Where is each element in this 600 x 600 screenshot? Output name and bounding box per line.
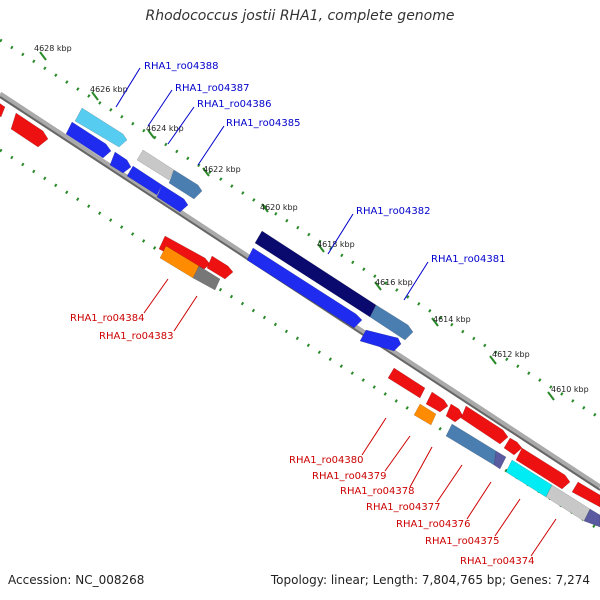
gene-box[interactable] xyxy=(156,184,189,213)
tick-mark xyxy=(431,317,439,327)
gene-box[interactable] xyxy=(192,265,221,291)
gene-label-ro04387[interactable]: RHA1_ro04387 xyxy=(175,83,250,94)
forward-leaders xyxy=(115,67,429,301)
tick-label-4614: 4614 kbp xyxy=(433,315,471,324)
gene-box[interactable] xyxy=(460,405,509,445)
gene-features xyxy=(0,100,600,528)
tick-mark xyxy=(261,203,269,213)
tick-label-4626: 4626 kbp xyxy=(90,85,128,94)
gene-box[interactable] xyxy=(10,112,49,148)
scale-track-lower xyxy=(0,148,600,532)
gene-box[interactable] xyxy=(413,403,437,426)
gene-label-ro04376[interactable]: RHA1_ro04376 xyxy=(396,519,471,530)
tick-mark xyxy=(317,243,325,253)
gene-box[interactable] xyxy=(369,304,414,341)
gene-box[interactable] xyxy=(246,247,363,329)
tick-mark xyxy=(374,281,382,291)
gene-box[interactable] xyxy=(0,100,6,118)
gene-box[interactable] xyxy=(425,391,449,413)
gene-label-ro04381[interactable]: RHA1_ro04381 xyxy=(431,254,506,265)
tick-label-4618: 4618 kbp xyxy=(317,240,355,249)
tick-mark xyxy=(489,355,497,365)
gene-box[interactable] xyxy=(503,437,523,456)
gene-label-ro04385[interactable]: RHA1_ro04385 xyxy=(226,118,301,129)
gene-label-ro04374[interactable]: RHA1_ro04374 xyxy=(460,556,535,567)
gene-box[interactable] xyxy=(571,481,600,508)
gene-label-ro04379[interactable]: RHA1_ro04379 xyxy=(312,471,387,482)
gene-label-ro04380[interactable]: RHA1_ro04380 xyxy=(289,455,364,466)
gene-label-ro04383[interactable]: RHA1_ro04383 xyxy=(99,331,174,342)
gene-label-ro04384[interactable]: RHA1_ro04384 xyxy=(70,313,145,324)
gene-label-ro04378[interactable]: RHA1_ro04378 xyxy=(340,486,415,497)
gene-box[interactable] xyxy=(158,235,211,272)
tick-mark xyxy=(147,129,155,139)
gene-box[interactable] xyxy=(387,367,426,399)
gene-box[interactable] xyxy=(206,255,234,280)
gene-label-ro04375[interactable]: RHA1_ro04375 xyxy=(425,536,500,547)
tick-mark xyxy=(547,391,555,401)
gene-box[interactable] xyxy=(74,107,128,148)
tick-label-4620: 4620 kbp xyxy=(260,203,298,212)
gene-box[interactable] xyxy=(65,121,112,159)
tick-label-4612: 4612 kbp xyxy=(492,350,530,359)
gene-label-ro04382[interactable]: RHA1_ro04382 xyxy=(356,206,431,217)
gene-label-ro04377[interactable]: RHA1_ro04377 xyxy=(366,502,441,513)
gene-box[interactable] xyxy=(359,329,402,352)
map-title: Rhodococcus jostii RHA1, complete genome xyxy=(145,8,455,24)
gene-box[interactable] xyxy=(168,169,203,200)
gene-box[interactable] xyxy=(136,149,175,181)
tick-mark xyxy=(91,91,99,101)
tick-label-4616: 4616 kbp xyxy=(375,278,413,287)
gene-label-ro04386[interactable]: RHA1_ro04386 xyxy=(197,99,272,110)
tick-mark xyxy=(39,51,47,61)
accession-text: Accession: NC_008268 xyxy=(8,573,145,587)
gene-label-ro04388[interactable]: RHA1_ro04388 xyxy=(144,61,219,72)
tick-label-4610: 4610 kbp xyxy=(551,385,589,394)
gene-box[interactable] xyxy=(445,403,464,423)
gene-box[interactable] xyxy=(583,508,600,528)
gene-box[interactable] xyxy=(493,450,507,470)
tick-label-4624: 4624 kbp xyxy=(146,124,184,133)
tick-label-4622: 4622 kbp xyxy=(203,165,241,174)
tick-mark xyxy=(202,167,210,177)
tick-label-4628: 4628 kbp xyxy=(34,44,72,53)
scale-track-upper xyxy=(0,38,600,420)
gene-box[interactable] xyxy=(515,447,571,490)
gene-box[interactable] xyxy=(109,151,132,174)
reverse-leaders xyxy=(143,278,557,557)
gene-box[interactable] xyxy=(126,165,163,196)
genome-summary-text: Topology: linear; Length: 7,804,765 bp; … xyxy=(270,573,590,587)
